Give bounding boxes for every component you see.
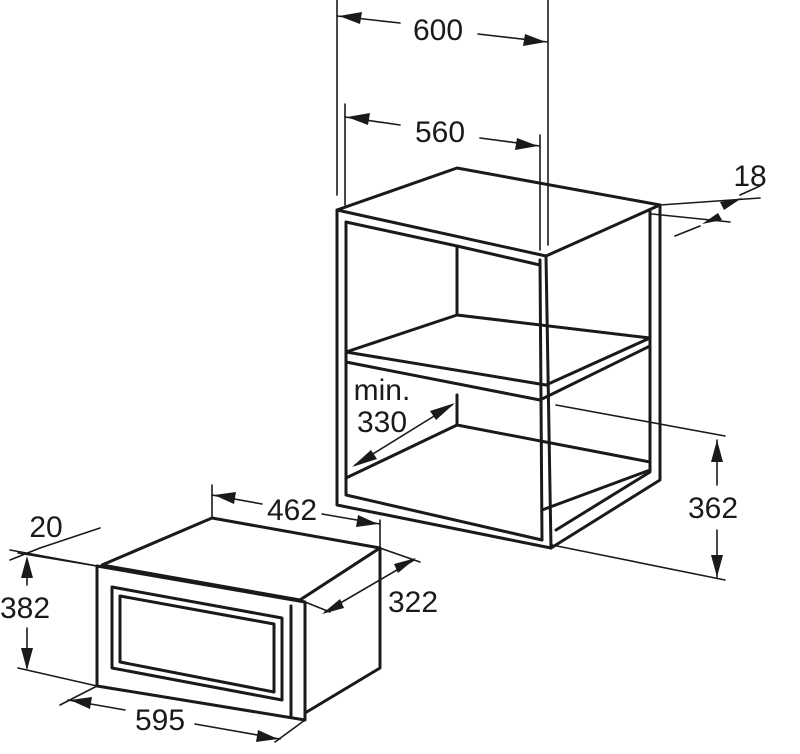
cabinet-floor-front [540,468,652,512]
dim-330-arrow-top [430,403,455,420]
dim-600-arrow-right [523,34,546,46]
dim-18-line-top [739,185,761,196]
label-600: 600 [413,14,463,47]
dim-18-arrow-bottom [702,213,722,224]
dim-595-arrow-right [256,730,278,742]
dim-322-ext-bottom [299,599,331,613]
dim-362-arrow-top [711,440,723,462]
label-20: 20 [29,511,62,544]
label-362: 362 [688,492,738,525]
dim-462-arrow-left [214,492,236,504]
label-330: 330 [357,406,407,439]
dim-362-arrow-bottom [711,555,723,577]
dim-382-arrow-top [21,556,33,578]
cabinet-shelf [344,313,652,387]
cabinet-front-inner [344,220,544,542]
cabinet-bottom-floor [344,423,652,480]
dim-595-arrow-left [70,697,92,709]
cabinet-top-panel [335,166,662,258]
oven-door-inner [118,594,276,694]
dimension-lines [9,0,761,743]
dim-18-line-bottom [674,225,701,237]
dim-560-arrow-left [347,113,370,125]
dim-322-arrow-top [394,558,416,573]
dim-20-line [39,527,101,549]
dim-382-ext-bottom [17,667,98,687]
cabinet-shelf-front [344,344,652,402]
label-560: 560 [415,116,465,149]
cabinet-inner-top [344,220,542,267]
cabinet [335,166,662,550]
dim-462-arrow-right [356,515,378,527]
cabinet-right-panel-inner [554,208,652,532]
dim-600-arrow-left [339,12,362,24]
label-595: 595 [135,704,185,737]
dim-362-ext-top [555,404,726,437]
dim-18-arrow-top [720,198,742,210]
cabinet-front-right-edge [544,254,553,550]
dimension-labels: 600 560 18 min. 330 362 462 20 382 322 5… [0,14,767,737]
label-382: 382 [0,592,50,625]
label-462: 462 [267,494,317,527]
dim-362-ext-bottom [551,544,726,581]
oven-door-window [110,585,284,702]
cabinet-front-outer [335,208,553,550]
label-18: 18 [733,160,766,193]
microwave-oven [95,516,382,722]
dim-382-arrow-bottom [21,648,33,670]
dim-595-ext-left [59,685,98,706]
dim-330-arrow-bottom [352,450,377,467]
dim-322-arrow-bottom [322,599,344,614]
cabinet-right-panel [549,203,662,550]
dim-560-arrow-right [515,138,538,150]
label-322: 322 [388,586,438,619]
dim-382-ext-top [17,552,98,567]
dim-18-ext-top [659,197,761,206]
label-min: min. [354,374,411,407]
